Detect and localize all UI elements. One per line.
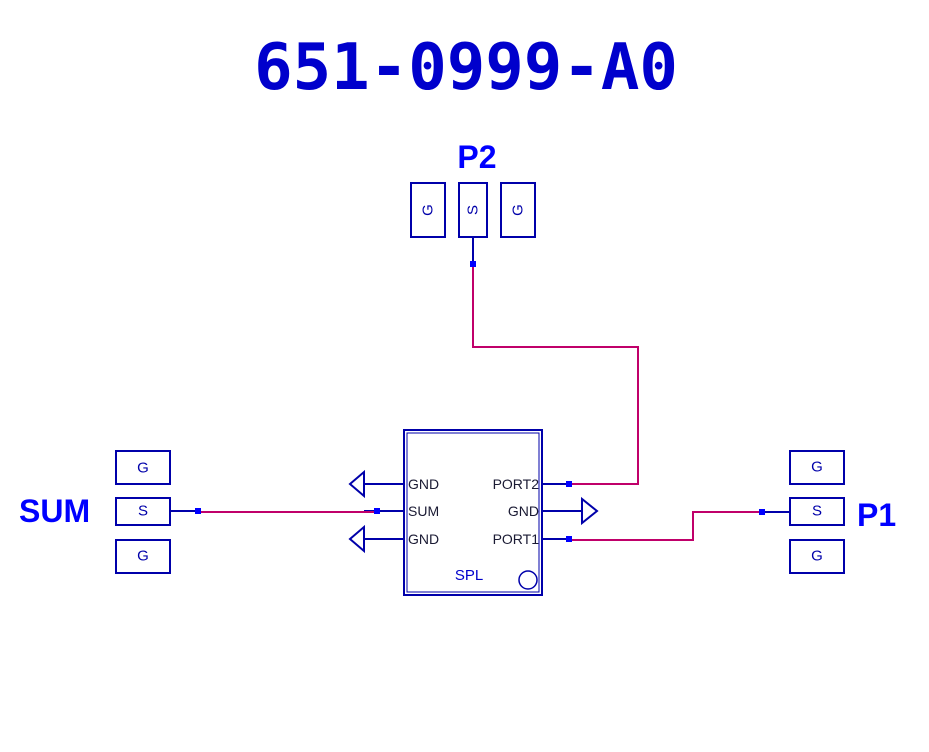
page-title: 651-0999-A0	[254, 31, 678, 105]
spl-pin-gnd-left-top-label: GND	[408, 476, 439, 492]
port-sum: SUM G S G	[19, 450, 201, 574]
wire-port1-net[interactable]	[572, 511, 759, 541]
spl-pin-port2-junction	[566, 481, 572, 487]
port-sum-label: SUM	[19, 493, 90, 529]
spl-name: SPL	[455, 567, 483, 584]
port-p2-label: P2	[457, 139, 496, 175]
port-p1: P1 G S G	[759, 450, 896, 574]
port-sum-pad-signal-label: S	[138, 503, 148, 520]
port-p1-label: P1	[857, 497, 896, 533]
wire-port2-net[interactable]	[472, 267, 639, 485]
spl-pin-gnd-left-bottom-label: GND	[408, 531, 439, 547]
port-p2-pad-signal-label: S	[465, 205, 482, 215]
port-p1-pad-ground-top[interactable]	[789, 450, 845, 485]
ground-symbol-left-top	[348, 469, 365, 499]
port-p2-pad-ground-left-label: G	[420, 204, 437, 216]
ground-symbol-right	[581, 496, 599, 526]
port-sum-pad-ground-top[interactable]	[115, 450, 171, 485]
spl-pin-port2-label: PORT2	[493, 476, 540, 492]
spl-pin-gnd-right-label: GND	[508, 503, 539, 519]
spl-component[interactable]: SPL GND SUM GND PORT2 GND PORT1	[364, 429, 582, 596]
port-p1-pad-signal-label: S	[812, 503, 822, 520]
port-p1-pad-ground-bottom-label: G	[811, 548, 823, 565]
spl-body-outer[interactable]	[403, 429, 543, 596]
port-sum-junction	[195, 508, 201, 514]
ground-symbol-left-bottom	[348, 524, 365, 554]
port-p1-pad-signal[interactable]	[789, 497, 845, 526]
spl-pin-port1-junction	[566, 536, 572, 542]
port-p1-pad-ground-top-label: G	[811, 459, 823, 476]
spl-pin-port1-label: PORT1	[493, 531, 540, 547]
spl-pin-sum-label: SUM	[408, 503, 439, 519]
port-p2: P2 G S G	[410, 139, 536, 267]
port-p1-junction	[759, 509, 765, 515]
port-p2-pad-ground-left[interactable]	[410, 182, 446, 238]
port-p2-pad-ground-right-label: G	[510, 204, 527, 216]
spl-pin-sum-junction	[374, 508, 380, 514]
port-sum-pad-ground-bottom[interactable]	[115, 539, 171, 574]
port-sum-pad-ground-top-label: G	[137, 460, 149, 477]
port-p1-pad-ground-bottom[interactable]	[789, 539, 845, 574]
port-p2-pad-ground-right[interactable]	[500, 182, 536, 238]
spl-body-inner	[406, 432, 540, 593]
port-p2-junction	[470, 261, 476, 267]
spl-orientation-mark	[518, 570, 538, 590]
port-sum-pad-ground-bottom-label: G	[137, 548, 149, 565]
